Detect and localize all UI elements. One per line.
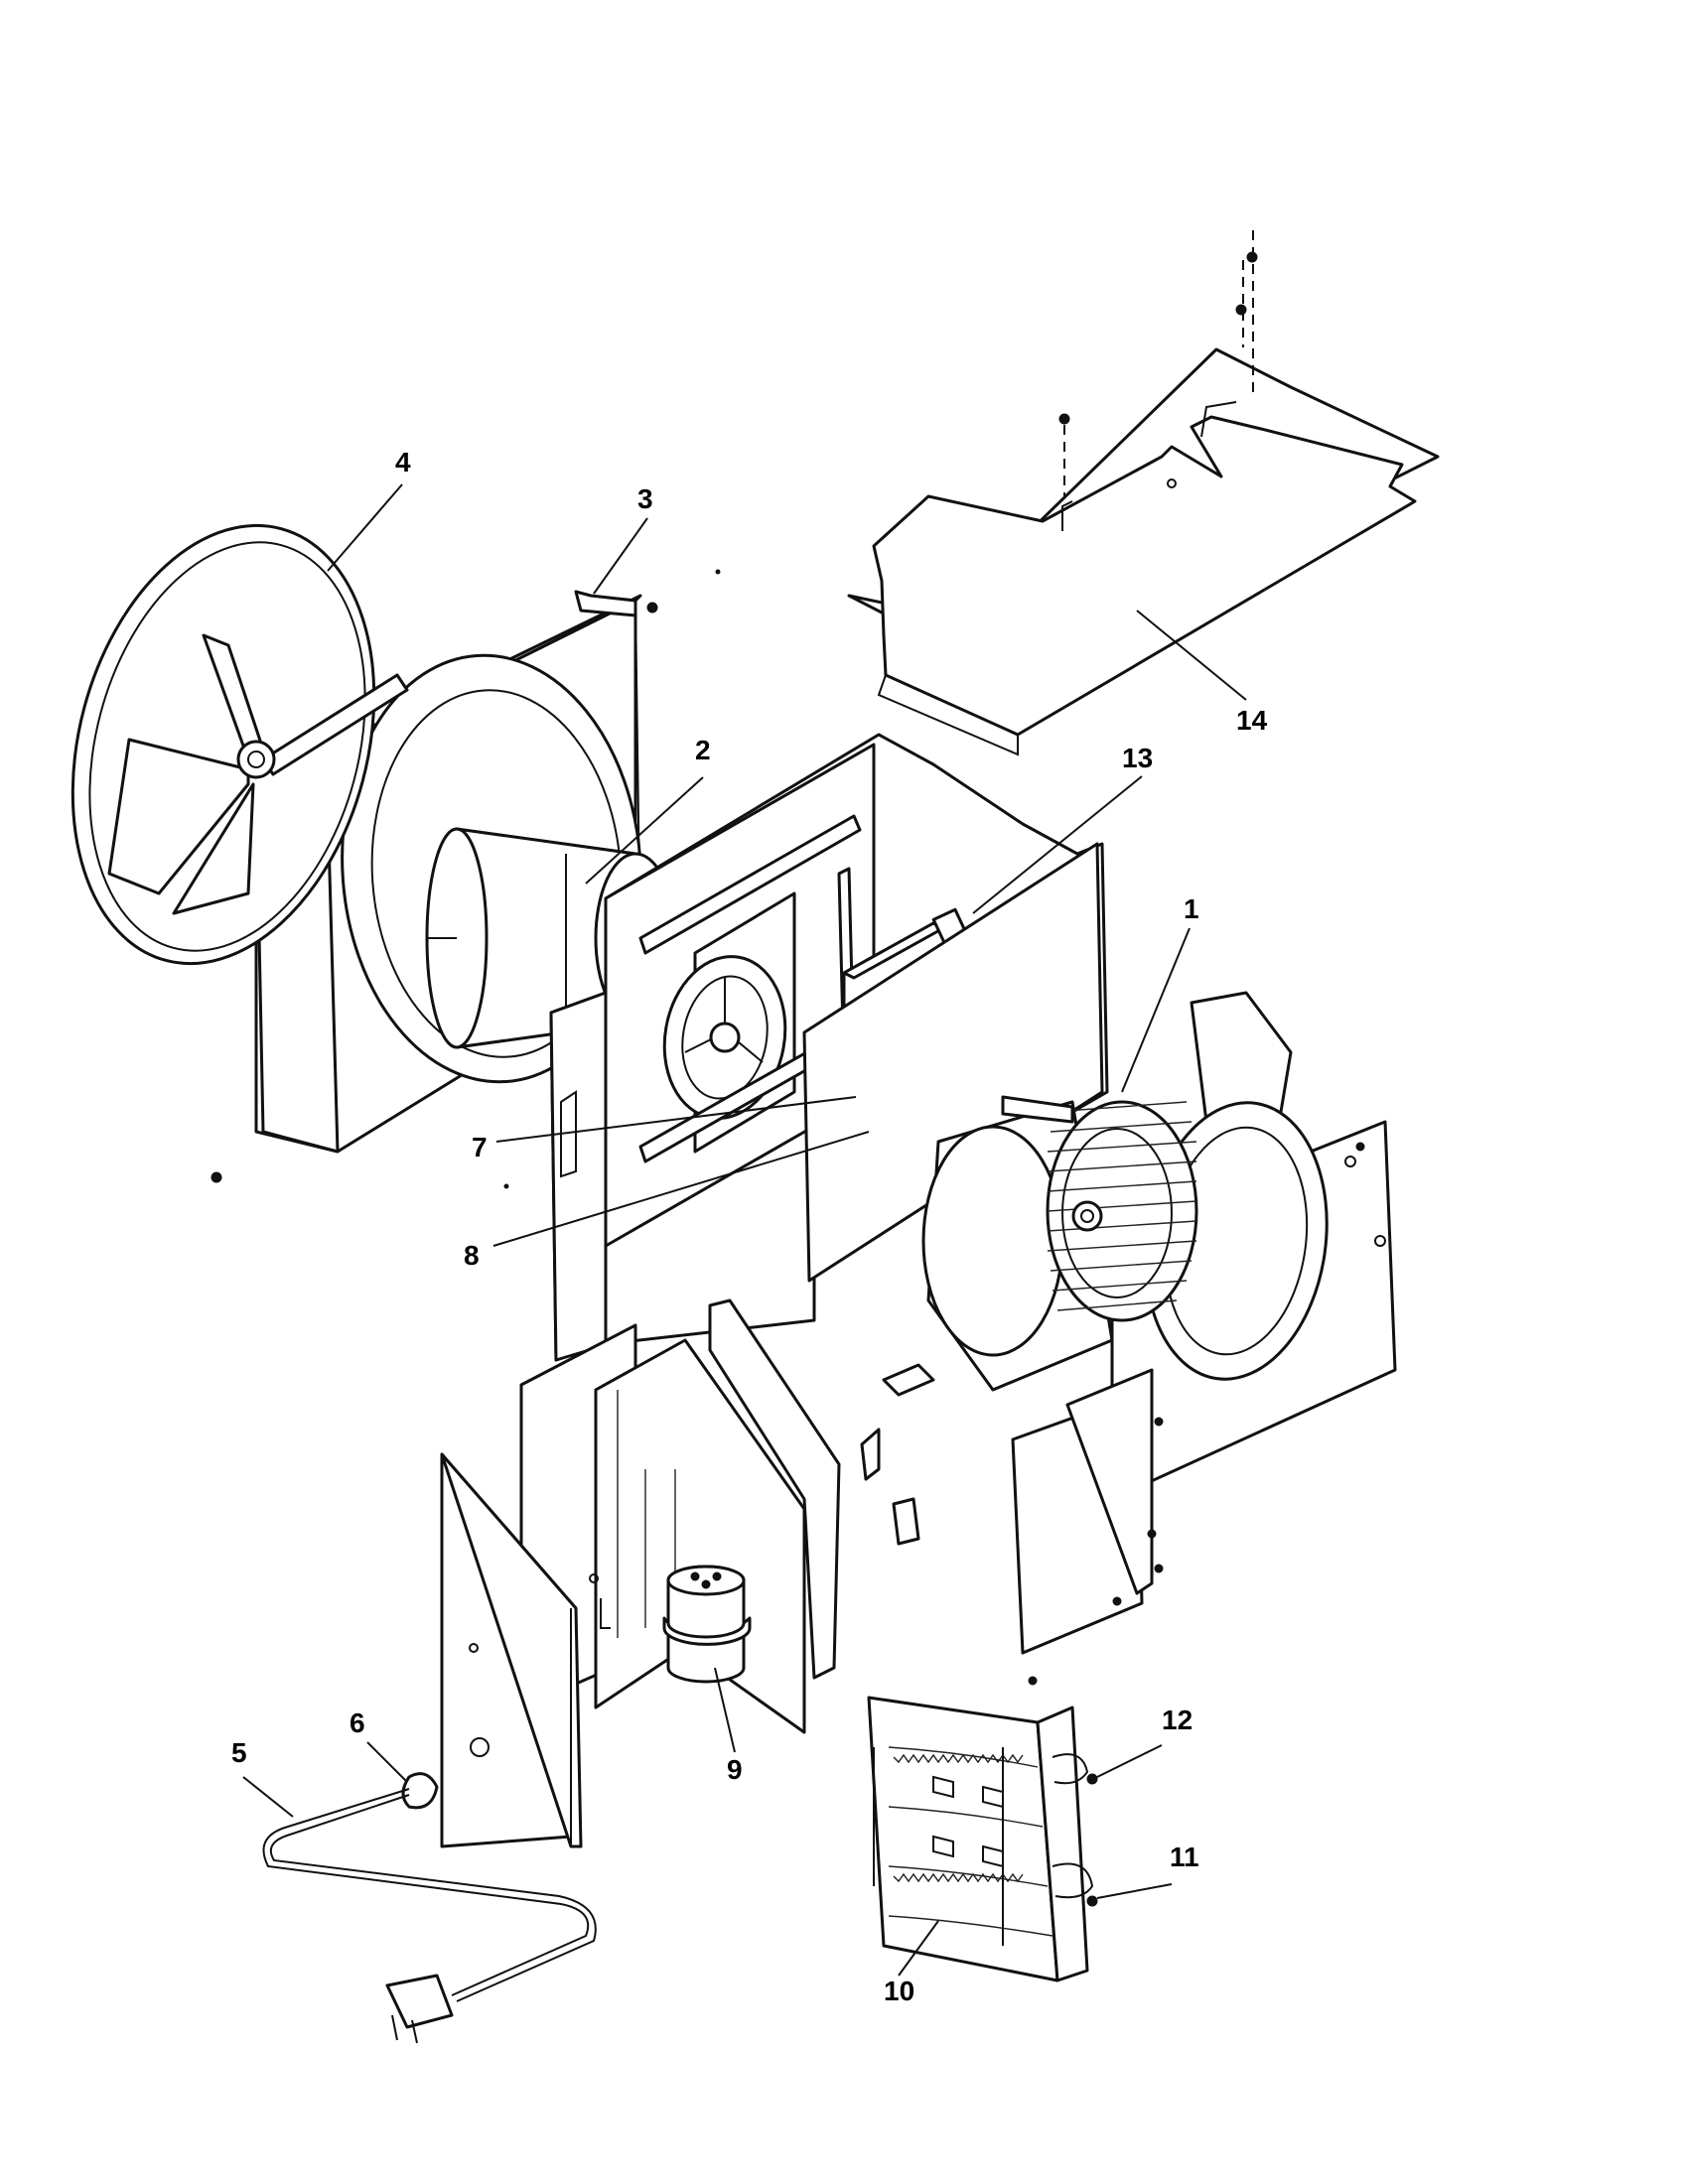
lower-front-panels: [440, 1298, 1164, 1848]
callout-7: 7: [472, 1132, 488, 1162]
callout-12: 12: [1162, 1705, 1193, 1735]
callout-labels: 1 2 3 4 5 6 7 8 9 10 11 12 13 14: [231, 447, 1268, 2006]
callout-1: 1: [1184, 893, 1199, 924]
top-cover-panel: [847, 230, 1440, 756]
callout-10: 10: [884, 1976, 914, 2006]
callout-13: 13: [1122, 743, 1153, 773]
callout-5: 5: [231, 1737, 247, 1768]
callout-6: 6: [350, 1707, 365, 1738]
callout-2: 2: [695, 735, 711, 765]
callout-9: 9: [727, 1754, 743, 1785]
heater-element-assembly: [867, 1696, 1098, 1982]
stray-dot: [715, 569, 721, 575]
leader-lines: [242, 483, 1247, 1977]
condenser-fan-blade: [70, 523, 409, 966]
stray-dot: [503, 1183, 509, 1189]
callout-3: 3: [637, 483, 653, 514]
blower-wheel: [921, 1095, 1198, 1392]
callout-8: 8: [464, 1240, 480, 1271]
capacitor: [662, 1565, 752, 1684]
power-cord: [262, 1772, 597, 2044]
callout-11: 11: [1170, 1842, 1199, 1872]
callout-14: 14: [1236, 705, 1268, 736]
callout-4: 4: [395, 447, 411, 478]
